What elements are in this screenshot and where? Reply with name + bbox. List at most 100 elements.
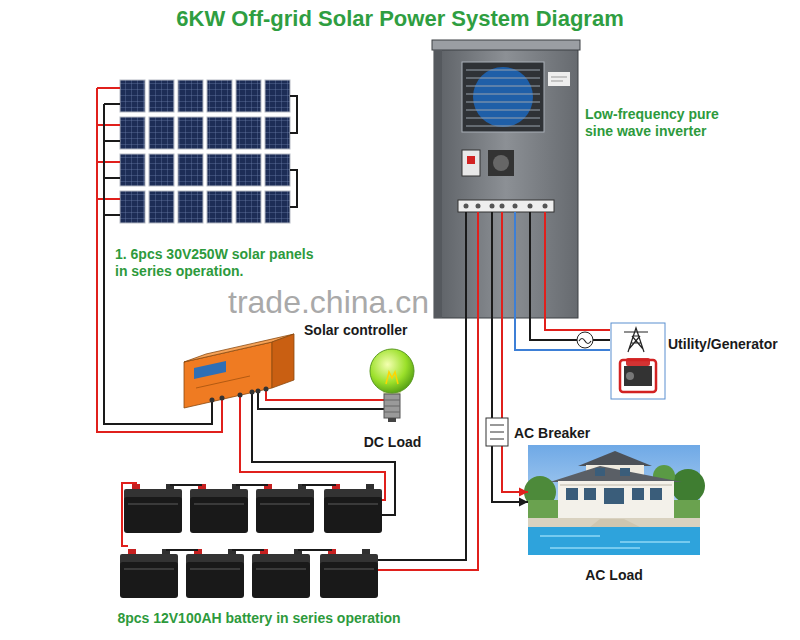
wire-pair <box>492 318 528 507</box>
generator-picture <box>626 372 634 380</box>
breaker-symbol <box>490 425 504 439</box>
dc-load-label: DC Load <box>364 434 422 451</box>
inverter-picture <box>467 156 475 164</box>
battery-picture <box>378 569 400 571</box>
inverter-picture <box>548 72 570 86</box>
battery-picture <box>122 483 136 546</box>
inverter-picture <box>529 212 531 318</box>
label-wrap: trade.china.cn <box>228 286 429 318</box>
wire <box>302 408 360 410</box>
title-wrap: 6KW Off-grid Solar Power System Diagram <box>0 6 800 32</box>
house-photo <box>671 469 705 503</box>
battery-picture <box>382 482 395 515</box>
inverter-picture <box>528 204 533 209</box>
controller-picture <box>272 334 294 388</box>
house-photo <box>550 466 682 482</box>
inverter-picture <box>462 150 480 176</box>
house-photo <box>590 519 640 527</box>
controller-picture <box>196 376 250 388</box>
bulb-picture <box>386 372 398 384</box>
battery-picture <box>324 484 382 533</box>
bulb-picture <box>384 400 400 412</box>
inverter-picture <box>432 40 580 50</box>
inverter-picture <box>434 48 578 318</box>
inverter-picture <box>465 212 467 318</box>
inverter-picture <box>514 212 516 318</box>
ac-load-label: AC Load <box>585 567 643 584</box>
house-photo <box>595 468 605 476</box>
inverter-picture <box>551 77 567 81</box>
inverter-picture <box>491 212 493 318</box>
battery-picture <box>166 485 336 550</box>
breaker-symbol <box>486 418 508 446</box>
controller-picture <box>256 389 261 394</box>
controller-picture <box>194 361 226 379</box>
bulb-picture <box>388 418 396 422</box>
generator-picture <box>611 323 665 399</box>
inverter-picture <box>466 70 540 126</box>
generator-picture <box>611 323 665 399</box>
bulb-picture <box>370 349 414 393</box>
house-photo <box>540 536 690 548</box>
ac-source-symbol <box>579 339 591 344</box>
battery-picture <box>320 549 378 598</box>
wire-pair <box>302 400 360 409</box>
controller-picture <box>266 389 302 400</box>
wire <box>302 399 360 401</box>
arrow-head <box>519 498 528 507</box>
battery-caption: 8pcs 12V100AH battery in series operatio… <box>117 610 400 627</box>
inverter-picture <box>543 204 548 209</box>
generator-picture <box>624 366 652 386</box>
inverter-picture <box>488 150 514 176</box>
battery-picture <box>186 549 244 598</box>
solar-panel-picture <box>120 154 290 186</box>
watermark: trade.china.cn <box>228 286 429 318</box>
generator-picture <box>620 360 656 392</box>
controller-picture <box>210 398 215 403</box>
house-photo <box>528 527 700 555</box>
battery-picture <box>252 549 310 598</box>
inverter-picture <box>477 212 479 318</box>
edge-label: AC Breaker <box>512 425 592 442</box>
inverter-picture <box>501 212 503 318</box>
wire <box>545 318 610 330</box>
inverter-picture <box>500 204 505 209</box>
house-photo <box>604 488 624 504</box>
wire <box>240 412 385 482</box>
ac-source-symbol <box>577 332 593 348</box>
house-photo <box>578 451 652 466</box>
inverter-picture <box>462 62 544 132</box>
battery-picture <box>120 549 178 598</box>
house-photo <box>558 481 674 519</box>
house-photo <box>584 488 596 500</box>
inverter-picture <box>513 204 518 209</box>
solar-panel-picture <box>120 80 290 112</box>
dc-load-bulb: DC Load <box>360 348 425 426</box>
controller-picture <box>264 387 269 392</box>
inverter-picture <box>464 204 469 209</box>
house-photo <box>560 485 672 486</box>
diagram-title: 6KW Off-grid Solar Power System Diagram <box>176 6 623 32</box>
utility-generator: Utility/Generator <box>610 322 666 400</box>
bulb-picture <box>360 399 384 401</box>
wire-pair <box>515 318 610 350</box>
ac-source-symbol <box>577 332 593 348</box>
inverter-picture <box>544 212 546 318</box>
solar-panel-picture <box>120 117 290 149</box>
house-photo <box>528 445 700 555</box>
panel-caption: 1. 6pcs 30V250W solar panels in series o… <box>115 246 323 280</box>
ac-load-house: AC Load <box>528 445 700 555</box>
wire <box>502 318 528 492</box>
controller-picture <box>238 393 243 398</box>
solar-panel-picture <box>290 96 297 207</box>
solar-panel-picture <box>97 80 297 228</box>
wire <box>515 318 610 350</box>
battery-picture <box>190 484 248 533</box>
house-photo <box>566 488 578 500</box>
house-photo <box>620 468 630 476</box>
inverter-caption: Low-frequency pure sine wave inverter <box>585 106 725 140</box>
controller-picture <box>250 390 255 395</box>
controller-picture <box>251 392 253 412</box>
